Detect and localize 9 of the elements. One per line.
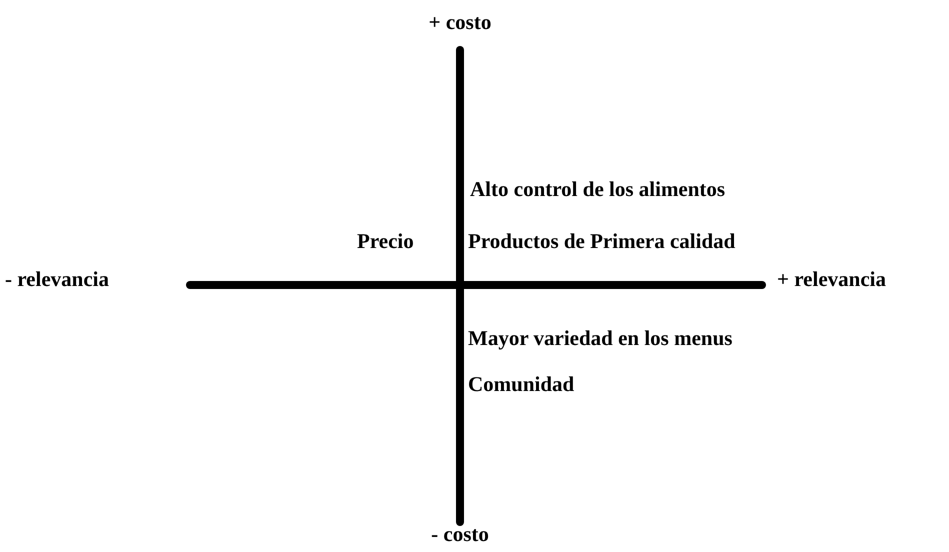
quadrant-label: Precio [357, 229, 414, 253]
axis-end-label: - costo [431, 522, 489, 546]
quadrant-label: Comunidad [468, 372, 574, 396]
quadrant-label: Mayor variedad en los menus [468, 326, 732, 350]
quadrant-label: Alto control de los alimentos [470, 177, 726, 201]
quadrant-label: Productos de Primera calidad [468, 229, 736, 253]
axis-end-label: + costo [428, 10, 492, 34]
axis-end-label: + relevancia [777, 267, 886, 291]
axis-end-label: - relevancia [5, 267, 109, 291]
